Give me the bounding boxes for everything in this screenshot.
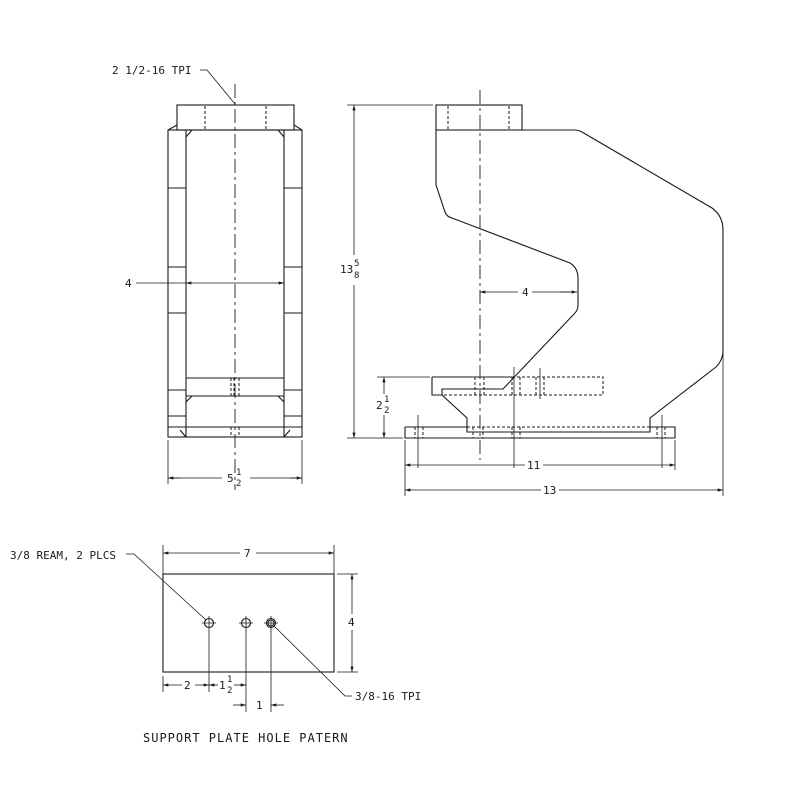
side-view: 13 5 8 4 2 1 2 11 13: [340, 90, 724, 497]
dim-inner-width: 4: [125, 277, 132, 290]
fraction-num: 1: [236, 468, 241, 478]
fraction-num: 1: [227, 675, 232, 685]
fraction-num: 1: [384, 395, 389, 405]
cap-hidden-holes: [447, 106, 510, 129]
dim-overall-length: 13: [543, 484, 556, 497]
extension-lines: [347, 104, 433, 439]
dim-tap-offset: 1: [256, 699, 263, 712]
holes: [202, 616, 278, 630]
dim-plate-height: 4: [348, 616, 355, 629]
thread-note: 2 1/2-16 TPI: [112, 64, 191, 77]
ream-note: 3/8 REAM, 2 PLCS: [10, 549, 116, 562]
dim-plate-width: 7: [244, 547, 251, 560]
dim-base-span: 11: [527, 459, 540, 472]
dim-outer-width-whole: 5: [227, 472, 234, 485]
extension-lines: [162, 545, 358, 712]
base-hidden-holes: [414, 426, 666, 438]
dim-height-whole: 13: [340, 263, 353, 276]
clamp-hidden: [442, 376, 604, 396]
fraction-den: 2: [384, 406, 389, 416]
clamp-plate: [431, 376, 512, 396]
front-view: 4 5 1 2 2 1/2-16 TPI: [112, 64, 303, 490]
tap-leader: [273, 625, 352, 697]
support-plate-view: 7 4 2 1 1 2 1 3/8 REAM, 2 PLCS 3/8-16 TP…: [10, 545, 421, 745]
fraction-den: 2: [236, 479, 241, 489]
side-blocks: [168, 187, 302, 428]
fraction-den: 2: [227, 686, 232, 696]
dim-edge-to-hole: 2: [184, 679, 191, 692]
extension-lines: [404, 353, 724, 496]
cap-chamfer: [167, 124, 303, 131]
top-cap: [176, 104, 295, 131]
dim-lower-height-whole: 2: [376, 399, 383, 412]
dim-throat-depth: 4: [522, 286, 529, 299]
body-outline: [435, 129, 724, 433]
fraction-num: 5: [354, 259, 359, 269]
tap-note: 3/8-16 TPI: [355, 690, 421, 703]
hidden-holes: [204, 106, 267, 437]
ream-leader: [126, 553, 207, 621]
support-plate: [162, 573, 335, 673]
plate-title: SUPPORT PLATE HOLE PATERN: [143, 731, 349, 745]
leader-line: [200, 69, 236, 105]
hole-centerlines: [417, 367, 663, 468]
hole-crosshairs: [202, 616, 278, 630]
dim-hole-spacing-whole: 1: [219, 679, 226, 692]
fraction-den: 8: [354, 271, 359, 281]
